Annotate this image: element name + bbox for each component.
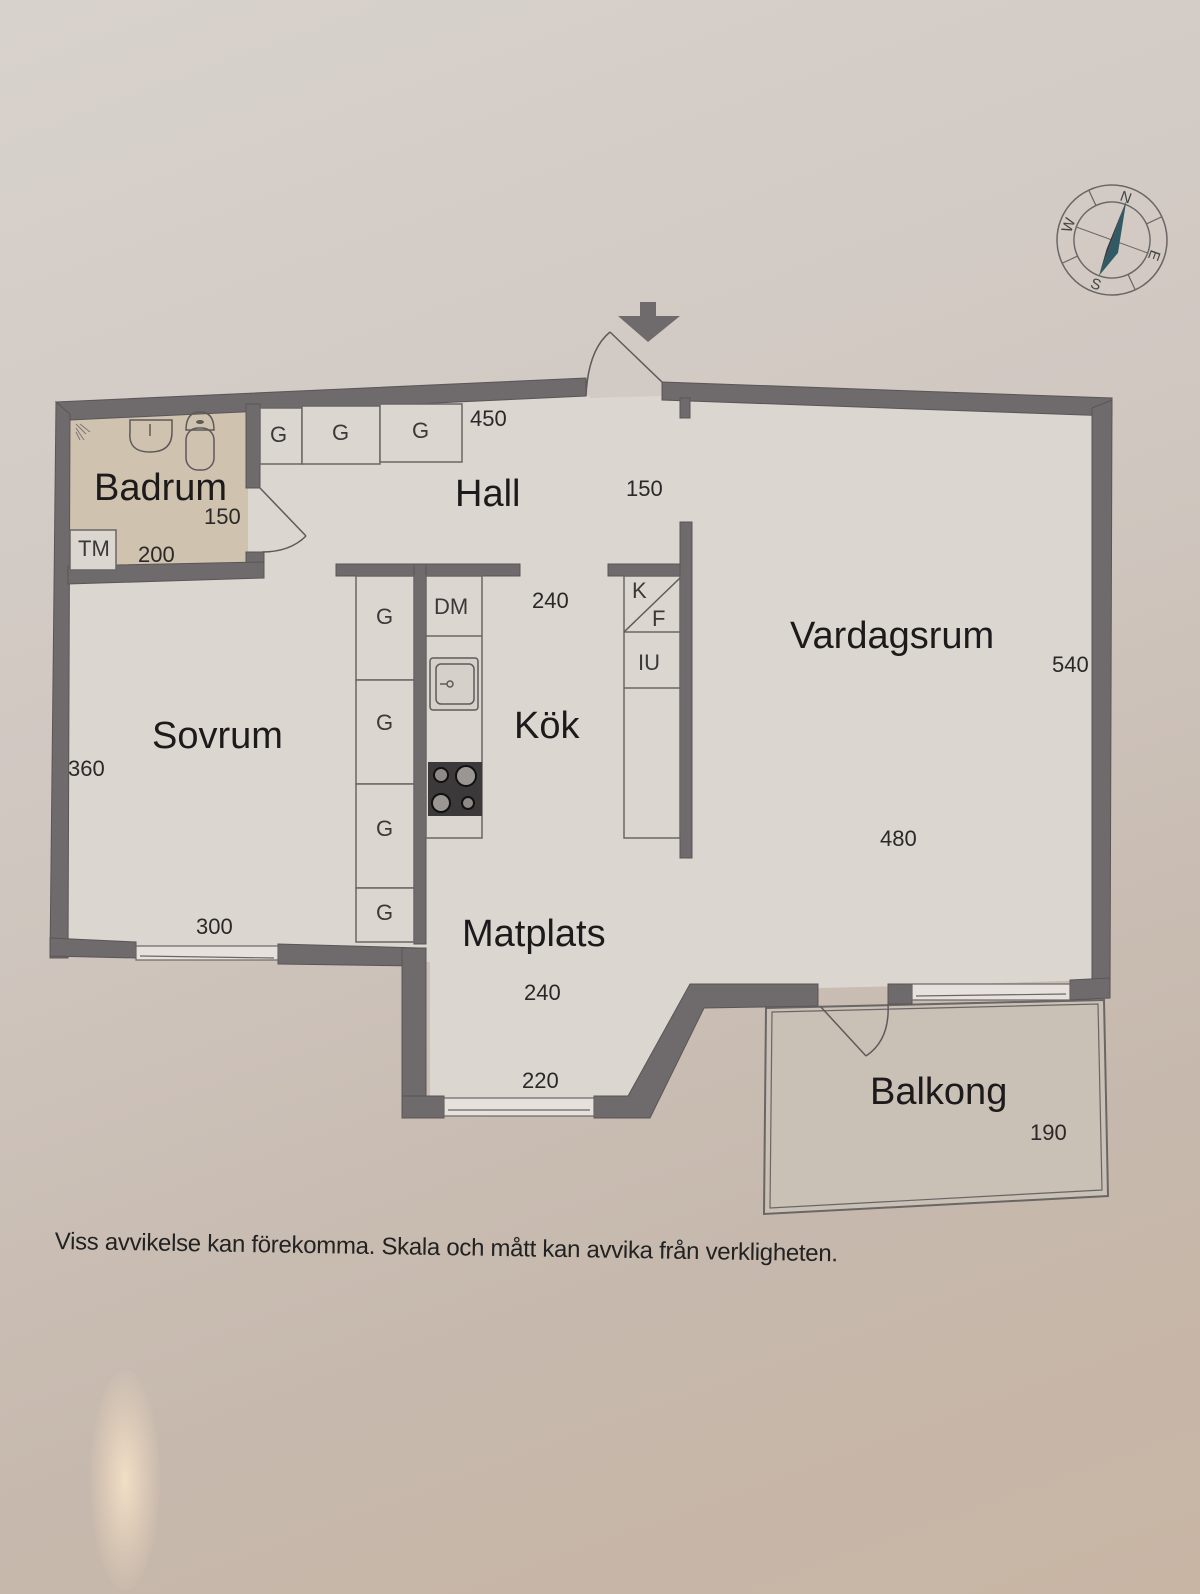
dim-matplats-b: 220 <box>522 1068 559 1093</box>
window-sovrum <box>135 945 279 961</box>
dim-balkong: 190 <box>1030 1120 1067 1145</box>
room-label-balkong: Balkong <box>870 1071 1007 1113</box>
dim-hall-b: 150 <box>626 476 663 501</box>
wardrobe-label: G <box>376 604 393 629</box>
window-vardagsrum <box>911 983 1071 1001</box>
compass-w: W <box>1059 215 1080 235</box>
sovrum-wardrobes <box>355 575 415 943</box>
wall-matplats-left <box>401 947 427 1119</box>
kitchen-counter-right <box>623 575 681 839</box>
light-glare <box>90 1370 160 1590</box>
compass-s: S <box>1088 275 1103 294</box>
room-label-hall: Hall <box>455 473 520 515</box>
dim-sovrum-b: 300 <box>196 914 233 939</box>
wall-badrum-right <box>245 403 261 489</box>
dim-vardagsrum-b: 480 <box>880 826 917 851</box>
wardrobe-label: G <box>376 710 393 735</box>
balcony-door <box>819 1003 889 1057</box>
wall-kitchen-top-right <box>607 563 693 577</box>
wall-badrum-bottom <box>67 561 265 585</box>
room-label-sovrum: Sovrum <box>152 715 283 757</box>
dim-sovrum-a: 360 <box>68 756 105 781</box>
dim-kok: 240 <box>532 588 569 613</box>
shower-icon <box>75 423 91 441</box>
dim-vardagsrum-a: 540 <box>1052 652 1089 677</box>
wall-kitchen-right <box>679 521 693 859</box>
wall-right <box>1091 399 1113 999</box>
wardrobe-label: G <box>376 816 393 841</box>
hall-wardrobes <box>259 403 463 465</box>
sink-icon <box>129 419 173 453</box>
tm-label: TM <box>78 536 110 561</box>
toilet-icon <box>185 411 215 471</box>
room-label-matplats: Matplats <box>462 913 606 955</box>
wardrobe-label: G <box>376 900 393 925</box>
window-matplats <box>443 1097 595 1117</box>
dishwasher-label: DM <box>434 594 468 619</box>
kitchen-sink-icon <box>429 657 479 711</box>
wall-kitchen-top-left <box>335 563 521 577</box>
tm-cabinet <box>69 529 117 571</box>
dim-badrum-a: 150 <box>204 504 241 529</box>
entrance-arrow-icon <box>618 302 680 342</box>
badrum-door <box>259 487 307 553</box>
compass-n: N <box>1118 188 1134 208</box>
wardrobe-label: G <box>332 420 349 445</box>
balkong-floor <box>762 998 1110 1216</box>
apartment-floor <box>68 396 1092 1100</box>
dim-matplats-a: 240 <box>524 980 561 1005</box>
dim-badrum-b: 200 <box>138 542 175 567</box>
room-label-badrum: Badrum <box>94 467 227 509</box>
entrance-door <box>585 331 663 397</box>
wardrobe-label: G <box>270 422 287 447</box>
room-label-kok: Kök <box>514 705 580 747</box>
wall-left <box>49 400 71 959</box>
dim-hall-a: 450 <box>470 406 507 431</box>
oven-label: IU <box>638 650 660 675</box>
stove-icon <box>428 762 482 816</box>
compass-icon: N E S W <box>1056 184 1168 296</box>
fridge-label: K <box>632 578 647 603</box>
freezer-label: F <box>652 606 665 631</box>
compass-e: E <box>1144 248 1163 263</box>
room-label-vardagsrum: Vardagsrum <box>790 615 994 657</box>
wall-bottom-sovrum <box>49 937 137 959</box>
wardrobe-label: G <box>412 418 429 443</box>
